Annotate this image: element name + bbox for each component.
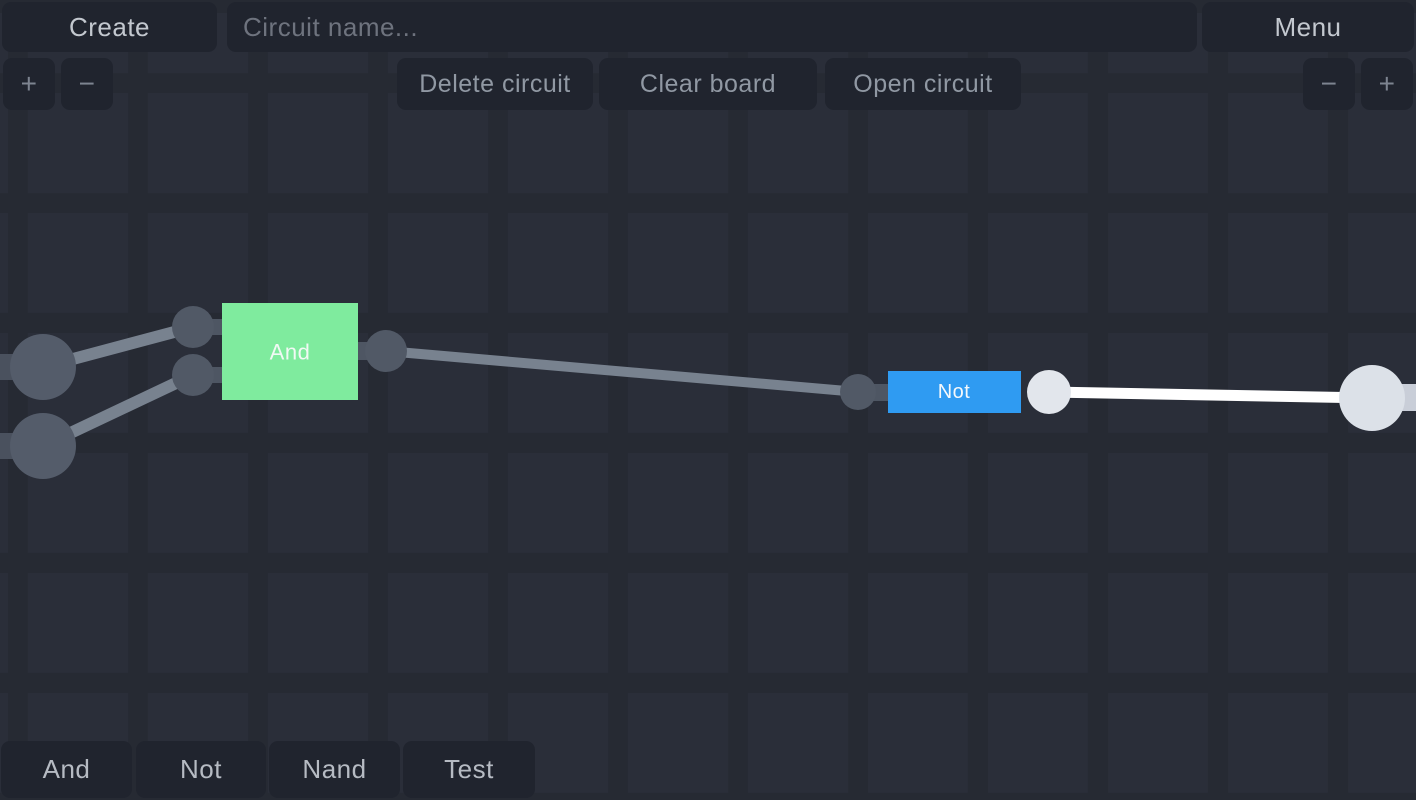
and-input-port-2[interactable] — [172, 354, 214, 396]
delete-circuit-button[interactable]: Delete circuit — [397, 58, 593, 110]
and-gate-label: And — [270, 340, 311, 365]
and-gate[interactable] — [222, 303, 358, 400]
and-output-port[interactable] — [365, 330, 407, 372]
wire-not-to-output[interactable] — [1049, 386, 1373, 404]
wire-and-to-not[interactable] — [385, 346, 859, 397]
circuit-name-input[interactable] — [227, 2, 1197, 52]
palette-item-nand[interactable]: Nand — [269, 741, 400, 798]
zoom-in-right-button[interactable]: + — [1361, 58, 1413, 110]
input-switch-node-1[interactable] — [10, 334, 76, 400]
clear-board-button[interactable]: Clear board — [599, 58, 817, 110]
zoom-out-right-button[interactable]: − — [1303, 58, 1355, 110]
zoom-in-left-button[interactable]: + — [3, 58, 55, 110]
create-button[interactable]: Create — [2, 2, 217, 52]
palette-item-test[interactable]: Test — [403, 741, 535, 798]
palette-item-and[interactable]: And — [1, 741, 132, 798]
not-output-port[interactable] — [1027, 370, 1071, 414]
not-gate-label: Not — [938, 381, 971, 403]
menu-button[interactable]: Menu — [1202, 2, 1414, 52]
palette-item-not[interactable]: Not — [136, 741, 266, 798]
not-gate[interactable] — [888, 371, 1021, 413]
not-input-port[interactable] — [840, 374, 876, 410]
output-lamp-node[interactable] — [1339, 365, 1405, 431]
open-circuit-button[interactable]: Open circuit — [825, 58, 1021, 110]
input-switch-node-2[interactable] — [10, 413, 76, 479]
and-input-port-1[interactable] — [172, 306, 214, 348]
zoom-out-left-button[interactable]: − — [61, 58, 113, 110]
